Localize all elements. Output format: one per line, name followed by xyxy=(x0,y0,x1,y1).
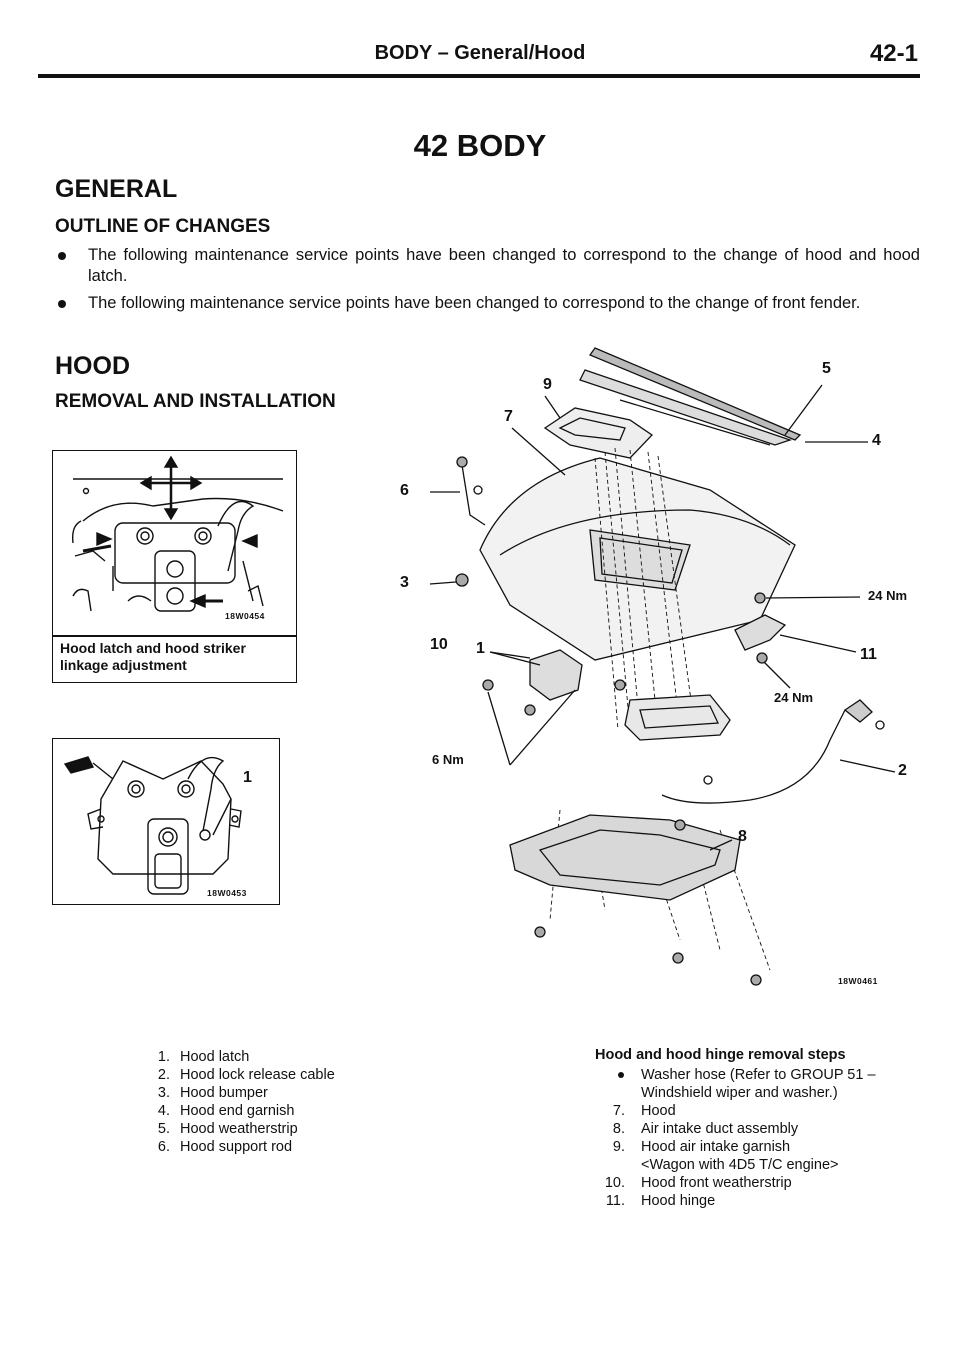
callout-1: 1 xyxy=(476,640,485,657)
bullet-dot-icon xyxy=(58,252,66,260)
caption-divider xyxy=(53,635,296,637)
callout-8: 8 xyxy=(738,828,747,845)
bullet-text: The following maintenance service points… xyxy=(88,246,920,285)
item-number: 10. xyxy=(604,1175,625,1191)
callout-9: 9 xyxy=(543,376,552,393)
torque-label: 24 Nm xyxy=(868,588,908,603)
hood-exploded-diagram: 9 7 5 4 6 3 10 1 11 2 8 24 Nm 24 Nm 6 Nm… xyxy=(390,340,930,1000)
callout-3: 3 xyxy=(400,574,409,591)
item-number: 6. xyxy=(157,1139,170,1155)
hood-latch-drawing xyxy=(63,756,242,895)
chapter-title: 42 BODY xyxy=(413,128,547,163)
page-number: 42-1 xyxy=(869,40,918,67)
item-number: 2. xyxy=(157,1067,170,1083)
item-number: 1. xyxy=(157,1049,170,1065)
section-heading-hood: HOOD xyxy=(55,352,130,380)
callout-6: 6 xyxy=(400,482,409,499)
item-label: Hood weatherstrip xyxy=(180,1121,298,1137)
item-number: 9. xyxy=(612,1139,625,1155)
item-label: Hood end garnish xyxy=(180,1103,295,1119)
figure-code: 18W0461 xyxy=(838,976,878,986)
item-label: Windshield wiper and washer.) xyxy=(641,1085,838,1101)
item-label: Washer hose (Refer to GROUP 51 – xyxy=(641,1067,876,1083)
item-label: Hood air intake garnish xyxy=(641,1139,791,1155)
caption-line: Hood latch and hood striker xyxy=(60,640,246,656)
removal-steps-title: Hood and hood hinge removal steps xyxy=(595,1047,846,1063)
figure-code: 18W0454 xyxy=(225,611,265,621)
item-label: Hood hinge xyxy=(641,1193,716,1209)
item-number: 3. xyxy=(157,1085,170,1101)
figure-hood-latch: 1 18W0453 xyxy=(52,738,280,905)
item-label: Hood latch xyxy=(180,1049,250,1065)
latch-adjustment-drawing xyxy=(71,455,284,612)
hood-assembly-drawing xyxy=(429,347,896,986)
header-title: BODY – General/Hood xyxy=(374,42,586,64)
item-number: 4. xyxy=(157,1103,170,1119)
figure-latch-adjustment: 18W0454 Hood latch and hood striker link… xyxy=(52,450,297,683)
callout-10: 10 xyxy=(430,636,448,653)
item-label: Air intake duct assembly xyxy=(641,1121,799,1137)
item-number: 11. xyxy=(605,1193,625,1209)
caption-line: linkage adjustment xyxy=(60,657,187,673)
bullet-dot-icon xyxy=(58,300,66,308)
figure-code: 18W0453 xyxy=(207,888,247,898)
item-label: Hood xyxy=(641,1103,676,1119)
callout-2: 2 xyxy=(898,762,907,779)
item-label: Hood front weatherstrip xyxy=(641,1175,792,1191)
torque-label: 24 Nm xyxy=(774,690,814,705)
bullet-dot-icon xyxy=(618,1072,624,1078)
item-number: 7. xyxy=(612,1103,625,1119)
bullet-item: The following maintenance service points… xyxy=(55,245,920,287)
bullet-text: The following maintenance service points… xyxy=(88,294,861,312)
item-label: Hood lock release cable xyxy=(180,1067,335,1083)
item-number: 8. xyxy=(612,1121,625,1137)
subheading-outline: OUTLINE OF CHANGES xyxy=(55,216,271,237)
callout-11: 11 xyxy=(860,646,877,663)
section-heading-general: GENERAL xyxy=(55,175,178,203)
item-label: <Wagon with 4D5 T/C engine> xyxy=(641,1157,839,1173)
header-rule xyxy=(38,74,920,78)
callout-5: 5 xyxy=(822,360,831,377)
item-number: 5. xyxy=(157,1121,170,1137)
item-label: Hood support rod xyxy=(180,1139,293,1155)
bullet-item: The following maintenance service points… xyxy=(55,293,920,314)
callout-7: 7 xyxy=(504,408,513,425)
item-label: Hood bumper xyxy=(180,1085,268,1101)
subheading-removal: REMOVAL AND INSTALLATION xyxy=(55,391,336,412)
torque-label: 6 Nm xyxy=(432,752,464,767)
callout-4: 4 xyxy=(872,432,881,449)
figure-caption: Hood latch and hood striker linkage adju… xyxy=(60,640,246,674)
figure-callout: 1 xyxy=(243,769,252,786)
